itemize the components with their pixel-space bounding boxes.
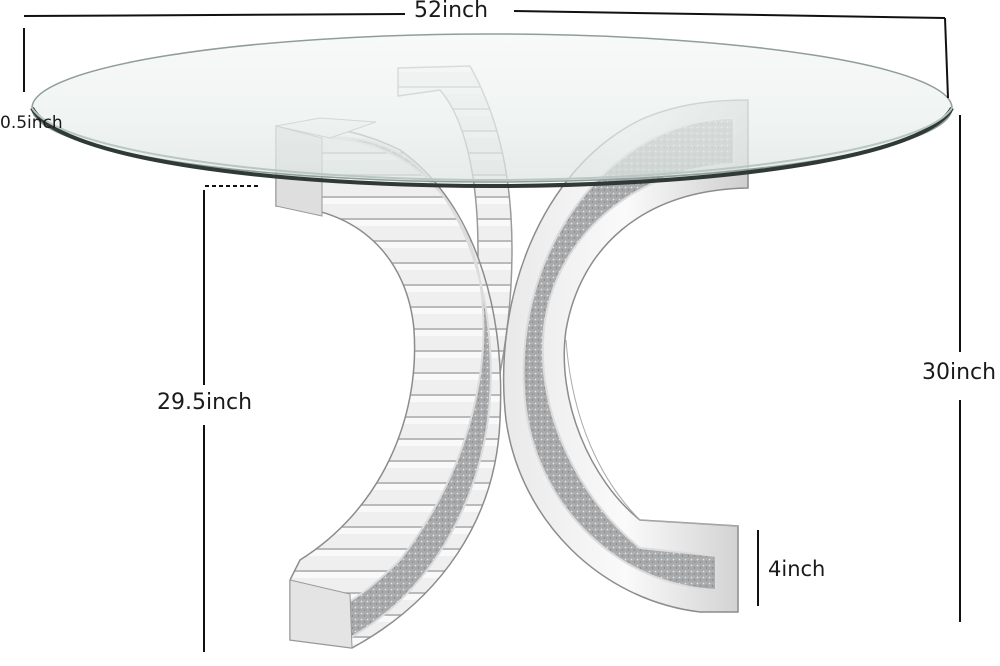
dimension-lines bbox=[23, 10, 961, 652]
width-line-right bbox=[513, 10, 946, 19]
width-label: 52inch bbox=[410, 0, 493, 22]
width-right-tick bbox=[944, 17, 949, 99]
width-line-left bbox=[23, 13, 406, 17]
left-leg bbox=[275, 117, 502, 649]
total-height-label: 30inch bbox=[920, 360, 999, 386]
glass-tabletop bbox=[30, 33, 954, 189]
leg-height-label: 29.5inch bbox=[155, 390, 255, 416]
thickness-label: 0.5inch bbox=[0, 113, 63, 133]
base-height-label: 4inch bbox=[766, 557, 828, 581]
